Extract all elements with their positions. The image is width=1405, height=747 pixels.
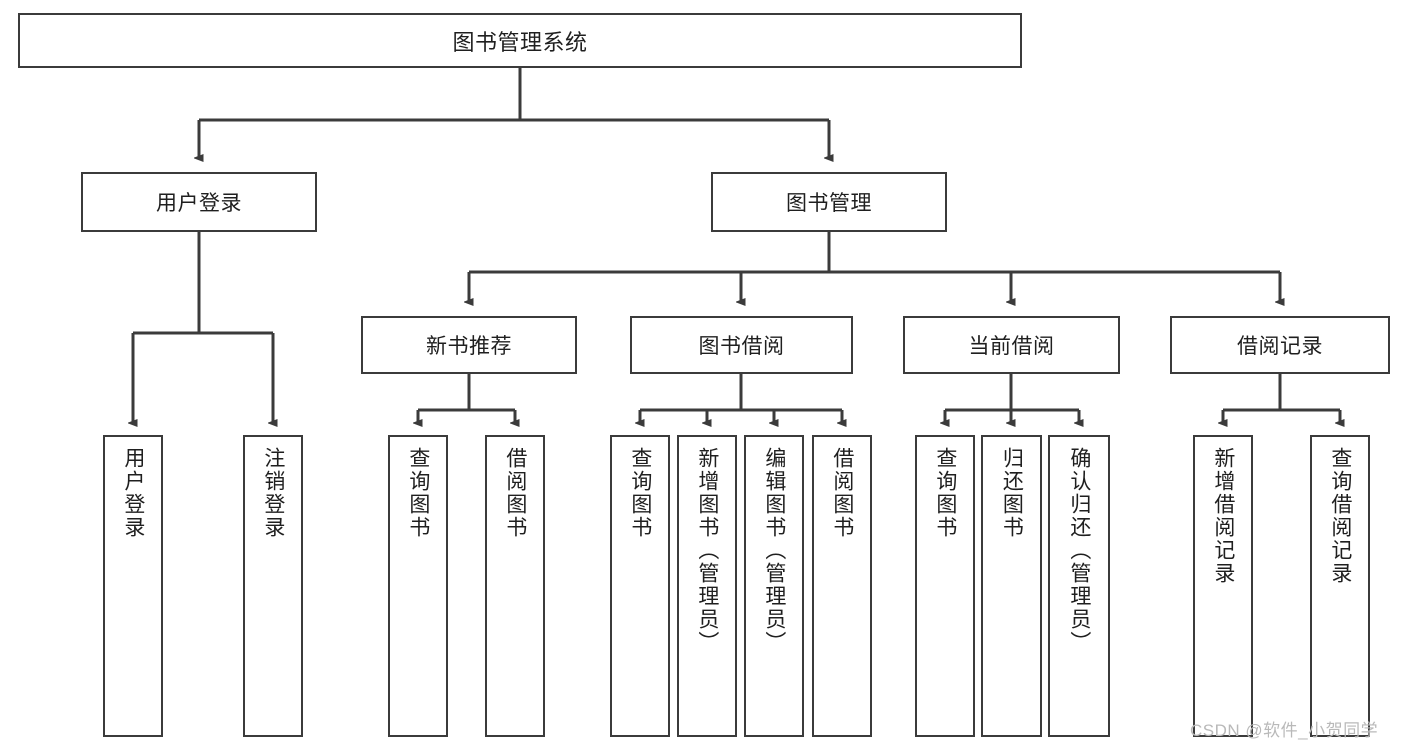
node-leaf-confirm-return-label: 确认归还（管理员） <box>1067 447 1091 654</box>
node-book-borrow-label: 图书借阅 <box>698 335 785 358</box>
node-leaf-confirm-return[interactable]: 确认归还（管理员） <box>1048 435 1110 737</box>
node-leaf-query-record[interactable]: 查询借阅记录 <box>1310 435 1370 737</box>
node-user-login-label: 用户登录 <box>156 192 242 215</box>
node-leaf-edit-book[interactable]: 编辑图书（管理员） <box>744 435 804 737</box>
node-leaf-logout[interactable]: 注销登录 <box>243 435 303 737</box>
node-leaf-add-record[interactable]: 新增借阅记录 <box>1193 435 1253 737</box>
node-current-borrow[interactable]: 当前借阅 <box>903 316 1120 374</box>
node-new-book-recommend-label: 新书推荐 <box>426 335 512 358</box>
watermark-text: CSDN @软件_小贺同学 <box>1190 721 1379 740</box>
node-leaf-add-book-label: 新增图书（管理员） <box>695 447 719 654</box>
node-leaf-logout-label: 注销登录 <box>261 447 285 539</box>
node-leaf-query-book-nb-label: 查询图书 <box>406 447 430 539</box>
node-new-book-recommend[interactable]: 新书推荐 <box>361 316 577 374</box>
node-leaf-user-login[interactable]: 用户登录 <box>103 435 163 737</box>
node-leaf-query-record-label: 查询借阅记录 <box>1328 447 1352 585</box>
node-leaf-borrow-book-nb-label: 借阅图书 <box>503 447 527 539</box>
node-leaf-edit-book-label: 编辑图书（管理员） <box>762 447 786 654</box>
node-borrow-record[interactable]: 借阅记录 <box>1170 316 1390 374</box>
node-leaf-query-book-cb[interactable]: 查询图书 <box>915 435 975 737</box>
node-book-manage-label: 图书管理 <box>786 192 872 215</box>
node-book-borrow[interactable]: 图书借阅 <box>630 316 853 374</box>
node-leaf-user-login-label: 用户登录 <box>121 447 145 539</box>
node-leaf-add-book[interactable]: 新增图书（管理员） <box>677 435 737 737</box>
node-current-borrow-label: 当前借阅 <box>968 335 1055 358</box>
node-borrow-record-label: 借阅记录 <box>1237 335 1323 358</box>
node-book-manage[interactable]: 图书管理 <box>711 172 947 232</box>
node-leaf-query-book-bb-label: 查询图书 <box>628 447 652 539</box>
node-leaf-query-book-nb[interactable]: 查询图书 <box>388 435 448 737</box>
node-user-login[interactable]: 用户登录 <box>81 172 317 232</box>
node-leaf-return-book[interactable]: 归还图书 <box>981 435 1042 737</box>
node-leaf-borrow-book-bb-label: 借阅图书 <box>830 447 854 539</box>
node-leaf-borrow-book-bb[interactable]: 借阅图书 <box>812 435 872 737</box>
node-root[interactable]: 图书管理系统 <box>18 13 1022 68</box>
node-leaf-borrow-book-nb[interactable]: 借阅图书 <box>485 435 545 737</box>
node-leaf-query-book-bb[interactable]: 查询图书 <box>610 435 670 737</box>
node-leaf-add-record-label: 新增借阅记录 <box>1211 447 1235 585</box>
node-leaf-return-book-label: 归还图书 <box>1000 447 1024 539</box>
node-leaf-query-book-cb-label: 查询图书 <box>933 447 957 539</box>
node-root-label: 图书管理系统 <box>452 29 588 55</box>
